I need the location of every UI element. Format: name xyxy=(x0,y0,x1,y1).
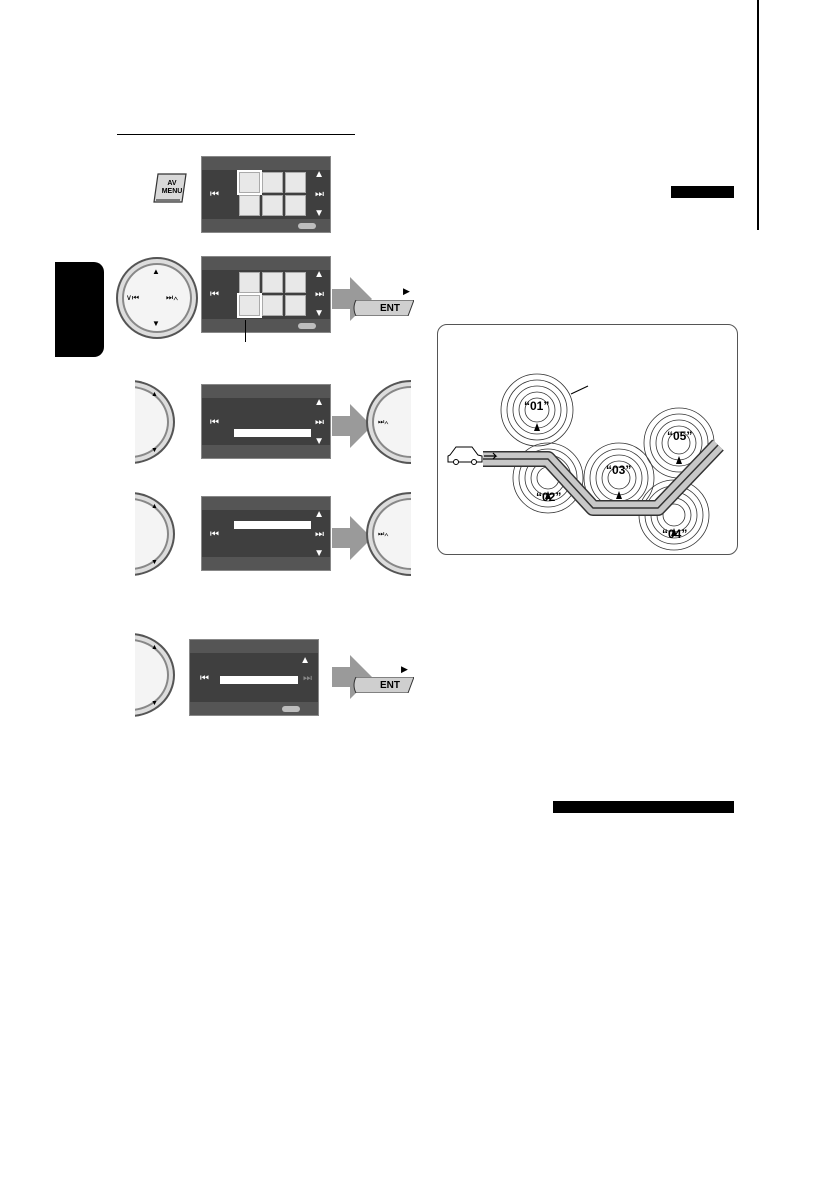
station-label-03: “03” xyxy=(606,463,632,477)
step-arrow-icon xyxy=(332,655,372,699)
dial-partial-left[interactable]: ▲ ▼ xyxy=(135,633,175,717)
highlighted-field[interactable] xyxy=(234,429,311,437)
bluetooth-icon[interactable] xyxy=(285,295,306,316)
station-label-02: “02” xyxy=(536,490,562,504)
heading-bar xyxy=(671,186,734,198)
control-dial[interactable]: ▲ ▼ ∨⏮ ⏭∧ xyxy=(116,257,198,339)
dial-partial-left[interactable]: ▲ ▼ xyxy=(135,380,175,464)
skip-back-icon[interactable]: ⏮ xyxy=(210,189,219,200)
dial-prev-icon[interactable]: ∨⏮ xyxy=(126,293,140,302)
triangle-up-icon[interactable]: ▲ xyxy=(314,169,324,180)
skip-forward-icon[interactable]: ⏭ xyxy=(315,189,324,200)
bluetooth-icon[interactable] xyxy=(285,195,306,216)
step-arrow-icon xyxy=(332,404,372,448)
dial-down-icon[interactable]: ▼ xyxy=(151,559,158,566)
step-arrow-icon xyxy=(332,277,372,321)
settings-icon[interactable] xyxy=(237,170,262,195)
skip-back-icon[interactable]: ⏮ xyxy=(210,417,219,428)
language-tab xyxy=(55,262,104,357)
triangle-up-icon[interactable]: ▲ xyxy=(314,269,324,280)
page-edge-rule xyxy=(757,0,759,230)
skip-forward-icon[interactable]: ⏭ xyxy=(315,289,324,300)
step-arrow-icon xyxy=(332,516,372,560)
setting-screen-5: ⏮ ▲ ⏭ xyxy=(189,639,319,716)
triangle-up-icon[interactable]: ▲ xyxy=(314,397,324,408)
back-pill[interactable] xyxy=(298,323,316,329)
clock-icon[interactable] xyxy=(239,195,260,216)
skip-forward-icon[interactable]: ⏭ xyxy=(303,673,312,684)
skip-forward-icon[interactable]: ⏭ xyxy=(315,529,324,540)
setting-screen-3: ⏮ ▲ ⏭ ▼ xyxy=(201,384,331,459)
skip-back-icon[interactable]: ⏮ xyxy=(200,673,209,684)
av-menu-label-2: MENU xyxy=(161,188,183,195)
triangle-down-icon[interactable]: ▼ xyxy=(314,436,324,447)
dial-partial-right[interactable]: ⏭∧ xyxy=(366,380,411,464)
triangle-up-icon[interactable]: ▲ xyxy=(300,655,310,666)
dial-down-icon[interactable]: ▼ xyxy=(151,447,158,454)
av-menu-button[interactable]: AV MENU xyxy=(150,170,190,206)
station-label-04: “04” xyxy=(662,527,688,541)
triangle-up-icon[interactable]: ▲ xyxy=(314,509,324,520)
triangle-down-icon[interactable]: ▼ xyxy=(314,548,324,559)
dial-up-icon[interactable]: ▲ xyxy=(151,503,158,510)
setting-screen-4: ⏮ ▲ ⏭ ▼ xyxy=(201,496,331,571)
display-icon[interactable] xyxy=(262,295,283,316)
triangle-down-icon[interactable]: ▼ xyxy=(314,308,324,319)
back-pill[interactable] xyxy=(298,223,316,229)
section-heading-rule xyxy=(117,134,355,135)
ent-label: ENT xyxy=(380,303,400,314)
dial-up-icon[interactable]: ▲ xyxy=(152,267,160,276)
skip-forward-icon[interactable]: ⏭ xyxy=(315,417,324,428)
station-coverage-diagram: “01” “02” “03” “04” “05” xyxy=(437,324,738,555)
dial-next-icon[interactable]: ⏭∧ xyxy=(378,419,389,426)
triangle-down-icon[interactable]: ▼ xyxy=(314,208,324,219)
station-label-01: “01” xyxy=(524,399,550,413)
dial-up-icon[interactable]: ▲ xyxy=(151,391,158,398)
skip-back-icon[interactable]: ⏮ xyxy=(210,529,219,540)
highlighted-field[interactable] xyxy=(234,521,311,529)
play-indicator-icon: ▶ xyxy=(401,664,408,674)
clock-icon[interactable] xyxy=(237,293,262,318)
equalizer-icon[interactable] xyxy=(262,172,283,193)
dial-up-icon[interactable]: ▲ xyxy=(151,644,158,651)
disc-icon[interactable] xyxy=(285,172,306,193)
dial-next-icon[interactable]: ⏭∧ xyxy=(166,293,179,302)
av-menu-label-1: AV xyxy=(167,180,177,187)
disc-icon[interactable] xyxy=(285,272,306,293)
heading-bar-2 xyxy=(553,801,734,813)
callout-line xyxy=(245,320,246,342)
highlighted-field[interactable] xyxy=(220,676,298,684)
dial-down-icon[interactable]: ▼ xyxy=(151,700,158,707)
menu-screen-1: ⏮ ▲ ⏭ ▼ xyxy=(201,156,331,233)
equalizer-icon[interactable] xyxy=(262,272,283,293)
dial-partial-left[interactable]: ▲ ▼ xyxy=(135,492,175,576)
ent-button[interactable]: ENT xyxy=(352,676,415,694)
settings-icon[interactable] xyxy=(239,272,260,293)
dial-next-icon[interactable]: ⏭∧ xyxy=(378,531,389,538)
display-icon[interactable] xyxy=(262,195,283,216)
skip-back-icon[interactable]: ⏮ xyxy=(210,289,219,300)
ent-button[interactable]: ENT xyxy=(352,299,415,317)
play-indicator-icon: ▶ xyxy=(403,286,410,296)
ent-label: ENT xyxy=(380,680,400,691)
car-icon xyxy=(447,446,498,465)
dial-partial-right[interactable]: ⏭∧ xyxy=(366,492,411,576)
station-label-05: “05” xyxy=(667,429,693,443)
dial-down-icon[interactable]: ▼ xyxy=(152,319,160,328)
back-pill[interactable] xyxy=(282,706,300,712)
menu-screen-2: ⏮ ▲ ⏭ ▼ xyxy=(201,256,331,333)
